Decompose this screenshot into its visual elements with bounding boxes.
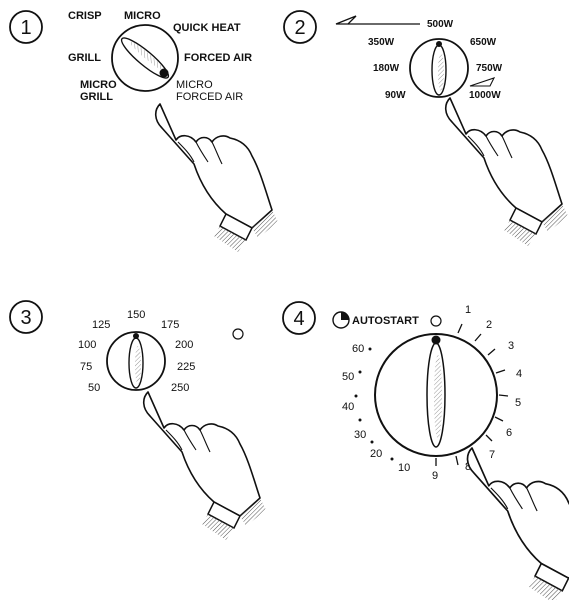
label-crisp: CRISP [68,10,102,22]
panel-2: 2 500W 350W 650W 180W 750W 90W 1000W [284,11,568,246]
label-225: 225 [177,361,195,373]
timer-label-9: 9 [432,470,438,482]
indicator-light-icon [431,316,441,326]
label-650w: 650W [470,37,497,48]
label-750w: 750W [476,63,503,74]
label-autostart: AUTOSTART [352,315,419,327]
label-175: 175 [161,319,179,331]
timer-label-30: 30 [354,429,366,441]
pointing-hand-icon [468,448,569,600]
temperature-selector-knob[interactable] [107,332,165,390]
timer-label-20: 20 [370,448,382,460]
power-selector-knob[interactable] [410,39,468,97]
label-micro-forced-air-2: FORCED AIR [176,91,243,103]
knob-position-dot [160,69,169,78]
label-500w: 500W [427,19,454,30]
panel-4: 4 AUTOSTART [283,302,569,600]
timer-label-7: 7 [489,449,495,461]
timer-label-60: 60 [352,343,364,355]
panel-1: 1 CRISP MICRO QUICK HEAT GRILL FORCED AI… [10,10,278,252]
label-125: 125 [92,319,110,331]
timer-label-2: 2 [486,319,492,331]
power-ramp-icon [336,16,356,24]
timer-label-5: 5 [515,397,521,409]
step-number: 3 [20,307,31,329]
label-grill: GRILL [68,52,101,64]
label-50: 50 [88,382,100,394]
panel-3: 3 150 125 175 100 200 75 225 50 250 [10,301,266,540]
label-250: 250 [171,382,189,394]
label-90w: 90W [385,90,406,101]
label-75: 75 [80,361,92,373]
max-power-icon [470,78,494,86]
timer-label-10: 10 [398,462,410,474]
label-micro: MICRO [124,10,161,22]
label-quick-heat: QUICK HEAT [173,22,241,34]
step-number: 4 [293,308,304,330]
timer-label-40: 40 [342,401,354,413]
timer-dial[interactable] [375,334,497,456]
indicator-light-icon [233,329,243,339]
pointing-hand-icon [144,392,266,540]
label-200: 200 [175,339,193,351]
timer-label-3: 3 [508,340,514,352]
label-micro-grill-2: GRILL [80,91,113,103]
label-micro-forced-air-1: MICRO [176,79,213,91]
step-number: 1 [20,17,31,39]
timer-label-4: 4 [516,368,522,380]
label-180w: 180W [373,63,400,74]
knob-position-dot [436,41,442,47]
knob-position-dot [432,336,441,345]
autostart-clock-icon [333,312,349,328]
timer-label-6: 6 [506,427,512,439]
label-100: 100 [78,339,96,351]
label-forced-air: FORCED AIR [184,52,252,64]
label-micro-grill-1: MICRO [80,79,117,91]
timer-label-1: 1 [465,304,471,316]
pointing-hand-icon [446,98,568,246]
label-150: 150 [127,309,145,321]
label-350w: 350W [368,37,395,48]
knob-position-dot [133,333,139,339]
pointing-hand-icon [156,104,278,252]
label-1000w: 1000W [469,90,501,101]
timer-label-50: 50 [342,371,354,383]
mode-selector-knob[interactable] [112,25,178,91]
step-number: 2 [294,17,305,39]
